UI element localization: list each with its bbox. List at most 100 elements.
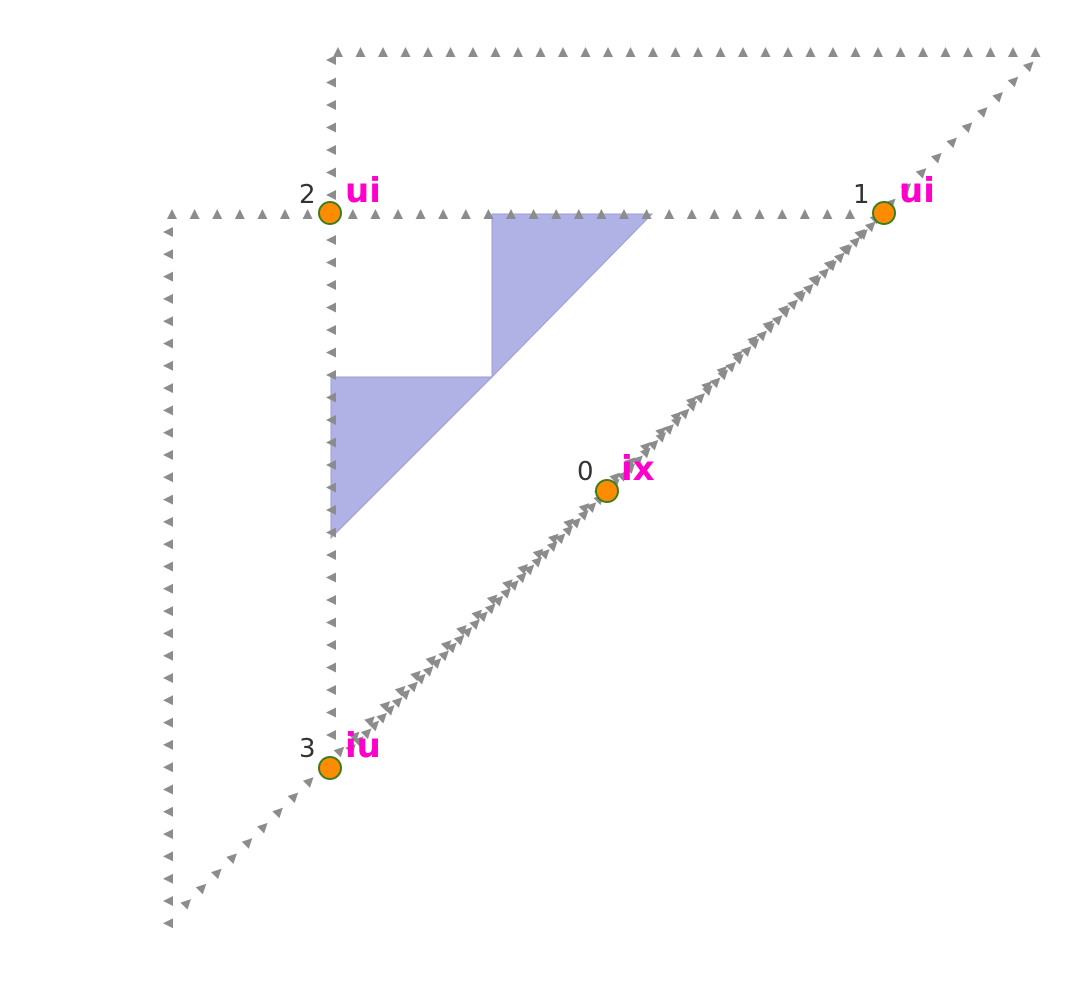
arrowhead-mark	[195, 883, 207, 895]
arrowhead-mark	[326, 370, 336, 380]
arrow-path-inner-left	[326, 55, 336, 740]
vertex-0[interactable]: 0 ix	[577, 449, 655, 503]
vertex-markers: 0 ix 1 ui 2 ui 3 iu	[299, 171, 935, 780]
arrowhead-mark	[670, 47, 681, 57]
arrowhead-mark	[558, 47, 568, 57]
arrowhead-mark	[641, 209, 652, 219]
arrowhead-mark	[163, 918, 173, 929]
arrowhead-mark	[732, 209, 742, 219]
arrowhead-mark	[163, 316, 173, 327]
arrowhead-mark	[850, 47, 861, 57]
arrowhead-mark	[931, 152, 942, 164]
arrowhead-mark	[326, 550, 336, 560]
arrowhead-mark	[799, 209, 810, 219]
arrowhead-mark	[423, 47, 433, 57]
arrowhead-mark	[506, 209, 516, 219]
arrowhead-mark	[211, 868, 222, 880]
lower-shaded-triangle	[330, 376, 494, 540]
arrowhead-mark	[445, 47, 456, 57]
arrowhead-mark	[163, 539, 173, 550]
arrowhead-mark	[326, 257, 336, 268]
arrowhead-mark	[163, 271, 173, 282]
arrowhead-mark	[326, 415, 336, 425]
arrowhead-mark	[163, 606, 173, 617]
vertex-0-index: 0	[577, 457, 594, 487]
vertex-3-dot[interactable]	[318, 756, 342, 780]
arrowhead-mark	[326, 77, 336, 88]
arrowhead-mark	[212, 209, 223, 219]
arrowhead-mark	[163, 494, 173, 505]
arrowhead-mark	[326, 505, 336, 515]
arrowhead-mark	[754, 209, 765, 219]
arrowhead-mark	[992, 91, 1003, 103]
arrowhead-mark	[873, 47, 883, 57]
arrowhead-mark	[163, 450, 173, 460]
arrowhead-mark	[1030, 47, 1041, 57]
vertex-0-dot[interactable]	[595, 479, 619, 503]
arrowhead-mark	[257, 209, 268, 219]
arrowhead-mark	[163, 405, 173, 416]
arrowhead-mark	[513, 47, 523, 57]
arrowhead-mark	[961, 122, 973, 133]
vertex-1-tag: ui	[899, 171, 935, 211]
arrowhead-mark	[326, 347, 336, 358]
arrowhead-mark	[709, 209, 720, 219]
arrowhead-mark	[460, 209, 471, 219]
arrowhead-mark	[287, 792, 299, 804]
arrowhead-mark	[551, 209, 562, 219]
arrowhead-mark	[828, 47, 838, 57]
arrowhead-mark	[163, 873, 173, 884]
arrowhead-mark	[715, 47, 726, 57]
arrowhead-mark	[226, 853, 237, 864]
arrowhead-mark	[985, 47, 996, 57]
vertex-2-index: 2	[299, 180, 316, 210]
arrowhead-mark	[163, 695, 173, 706]
arrowhead-mark	[400, 47, 411, 57]
arrowhead-mark	[163, 717, 173, 728]
vertex-2[interactable]: 2 ui	[299, 171, 381, 225]
arrowhead-mark	[326, 707, 336, 718]
arrow-path-inner-top	[167, 209, 855, 219]
vertex-1[interactable]: 1 ui	[853, 171, 935, 225]
arrowhead-mark	[326, 190, 336, 200]
arrowhead-mark	[302, 777, 314, 788]
arrowhead-mark	[738, 47, 748, 57]
arrowhead-mark	[976, 107, 988, 118]
vertex-2-dot[interactable]	[318, 201, 342, 225]
arrow-path-outer-left	[163, 227, 173, 929]
vertex-3[interactable]: 3 iu	[299, 726, 381, 780]
arrowhead-mark	[355, 47, 366, 57]
arrowhead-mark	[326, 685, 336, 695]
arrowhead-mark	[189, 209, 200, 219]
shaded-triangles	[330, 213, 654, 540]
arrowhead-mark	[603, 47, 613, 57]
arrowhead-mark	[280, 209, 290, 219]
arrowhead-mark	[180, 899, 192, 910]
vertex-1-dot[interactable]	[872, 201, 896, 225]
arrowhead-mark	[326, 280, 336, 290]
arrowhead-mark	[777, 209, 788, 219]
arrowhead-mark	[326, 595, 336, 605]
arrowhead-mark	[167, 209, 177, 219]
arrowhead-mark	[393, 209, 403, 219]
arrowhead-mark	[163, 806, 173, 817]
arrowhead-mark	[163, 561, 173, 572]
arrowhead-mark	[1008, 47, 1018, 57]
vertex-1-index: 1	[853, 180, 870, 210]
arrowhead-mark	[163, 472, 173, 483]
arrowhead-mark	[415, 209, 426, 219]
arrowhead-mark	[528, 209, 539, 219]
arrowhead-mark	[378, 47, 388, 57]
arrowhead-mark	[580, 47, 591, 57]
arrowhead-mark	[347, 209, 358, 219]
arrowhead-mark	[163, 851, 173, 862]
arrowhead-mark	[326, 55, 336, 65]
arrowhead-mark	[326, 460, 336, 470]
arrowhead-mark	[648, 47, 658, 57]
arrowhead-mark	[326, 167, 336, 178]
arrowhead-mark	[326, 437, 336, 448]
arrowhead-mark	[693, 47, 703, 57]
arrowhead-mark	[940, 47, 951, 57]
arrowhead-mark	[1022, 61, 1034, 73]
